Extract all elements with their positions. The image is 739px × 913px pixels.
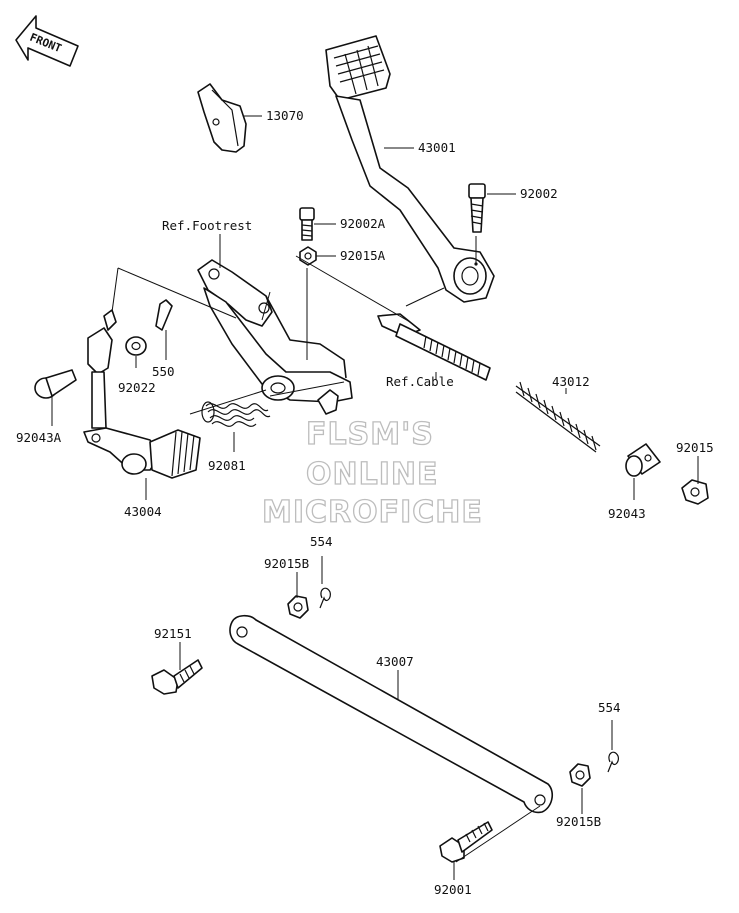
leader-lines: [51, 115, 699, 880]
label-43012: 43012: [552, 374, 590, 389]
label-92015A: 92015A: [340, 248, 386, 263]
nut-92015: [681, 479, 709, 505]
label-92043A: 92043A: [16, 430, 62, 445]
part-labels: 13070 43001 92002 92002A Ref.Footrest 92…: [16, 108, 714, 897]
bolt-92002A: [299, 207, 315, 241]
watermark: FLSM'S ONLINE MICROFICHE: [261, 416, 483, 530]
spring-92081: [201, 401, 271, 427]
spring-43012: [515, 381, 601, 453]
label-92015B-bottom: 92015B: [556, 814, 601, 829]
clip-554-bottom: [607, 751, 619, 773]
nut-92015A: [299, 246, 317, 266]
label-92015: 92015: [676, 440, 714, 455]
bolt-92151: [151, 659, 203, 695]
watermark-line-2: ONLINE: [306, 457, 439, 492]
washer-92022: [125, 336, 147, 356]
label-13070: 13070: [266, 108, 304, 123]
footrest-bracket: [197, 259, 353, 415]
brake-pedal-43001: [325, 35, 495, 303]
watermark-line-1: FLSM'S: [306, 417, 434, 452]
label-92043: 92043: [608, 506, 646, 521]
label-92002A: 92002A: [340, 216, 386, 231]
front-arrow-icon: FRONT: [15, 15, 79, 67]
nut-92015B-top: [287, 595, 309, 619]
label-43004: 43004: [124, 504, 162, 519]
tie-rod-43007: [229, 614, 554, 814]
clip-554-top: [319, 587, 331, 609]
cable-rod: [377, 313, 491, 381]
label-92151: 92151: [154, 626, 192, 641]
pin-92043: [625, 443, 661, 477]
label-554-top: 554: [310, 534, 333, 549]
label-43007: 43007: [376, 654, 414, 669]
label-92022: 92022: [118, 380, 156, 395]
label-92081: 92081: [208, 458, 246, 473]
lever-shaft-43004: [83, 309, 201, 479]
bracket-13070: [197, 83, 247, 153]
nut-92015B-bottom: [569, 763, 591, 787]
pin-92043A: [34, 369, 77, 399]
cotter-pin-550: [155, 299, 173, 331]
label-550: 550: [152, 364, 175, 379]
label-92002: 92002: [520, 186, 558, 201]
label-554-bottom: 554: [598, 700, 621, 715]
bolt-92002: [468, 183, 486, 233]
label-ref-cable: Ref.Cable: [386, 374, 454, 389]
bolt-92001: [439, 821, 493, 863]
watermark-line-3: MICROFICHE: [262, 495, 483, 530]
label-43001: 43001: [418, 140, 456, 155]
label-ref-footrest: Ref.Footrest: [162, 218, 252, 233]
label-92015B-top: 92015B: [264, 556, 309, 571]
label-92001: 92001: [434, 882, 472, 897]
